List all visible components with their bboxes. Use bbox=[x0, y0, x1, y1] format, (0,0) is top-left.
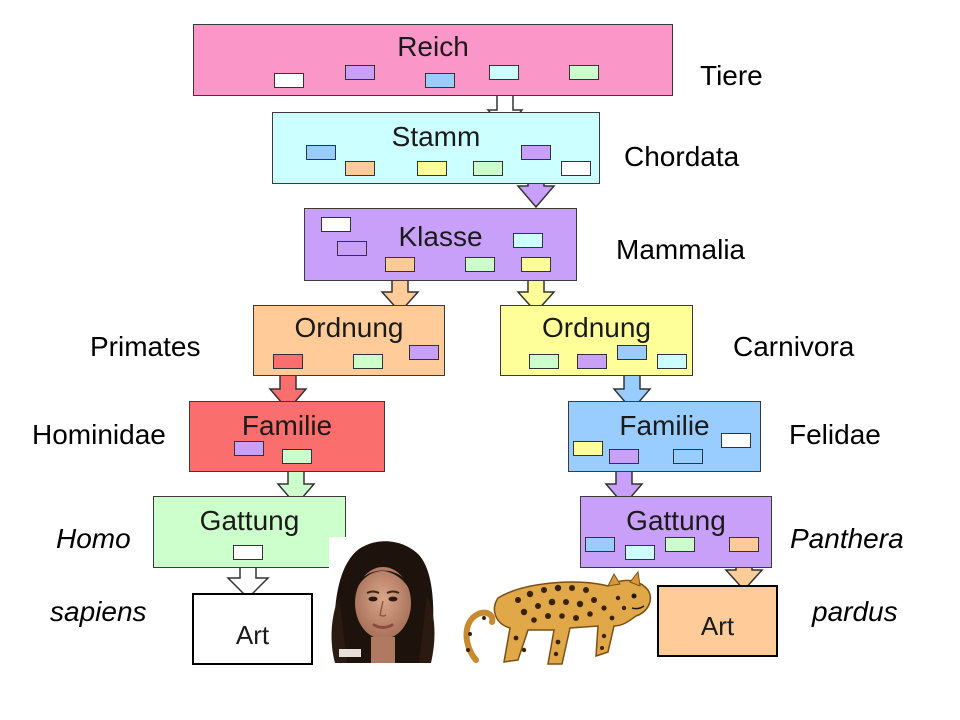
box-title-ordnung: Ordnung bbox=[542, 312, 651, 343]
chip bbox=[529, 354, 559, 369]
chip bbox=[385, 257, 415, 272]
box-familie-felidae: Familie bbox=[568, 401, 761, 472]
box-stamm: Stamm bbox=[272, 112, 600, 184]
chip bbox=[273, 354, 303, 369]
chip bbox=[274, 73, 304, 88]
chip bbox=[513, 233, 543, 248]
box-title-reich: Reich bbox=[397, 31, 469, 62]
chip bbox=[306, 145, 336, 160]
chip bbox=[625, 545, 655, 560]
taxon-gattung-left: Homo bbox=[56, 523, 131, 554]
box-reich: Reich bbox=[193, 24, 673, 96]
box-title-gattung: Gattung bbox=[626, 505, 726, 536]
chip bbox=[353, 354, 383, 369]
box-art-pardus: Art bbox=[657, 585, 778, 657]
chip bbox=[409, 345, 439, 360]
leopard-illustration bbox=[463, 570, 652, 665]
box-title-gattung: Gattung bbox=[199, 505, 300, 536]
chip bbox=[577, 354, 607, 369]
chip bbox=[473, 161, 503, 176]
chip bbox=[521, 257, 551, 272]
taxon-gattung-right: Panthera bbox=[790, 523, 904, 554]
chip bbox=[573, 441, 603, 456]
box-gattung-homo: Gattung bbox=[153, 496, 346, 568]
chip bbox=[665, 537, 695, 552]
box-title-stamm: Stamm bbox=[391, 121, 481, 152]
chip bbox=[721, 433, 751, 448]
chip bbox=[321, 217, 351, 232]
box-ordnung-carnivora: Ordnung bbox=[500, 305, 693, 376]
chip bbox=[489, 65, 519, 80]
taxon-familie-left: Hominidae bbox=[32, 419, 166, 450]
taxon-ordnung-right: Carnivora bbox=[733, 331, 855, 362]
chip bbox=[425, 73, 455, 88]
taxon-art-right: pardus bbox=[812, 596, 898, 627]
chip bbox=[282, 449, 312, 464]
chip bbox=[609, 449, 639, 464]
chip bbox=[345, 65, 375, 80]
chip bbox=[521, 145, 551, 160]
chip bbox=[234, 441, 264, 456]
chip bbox=[337, 241, 367, 256]
box-familie-hominidae: Familie bbox=[189, 401, 385, 472]
taxon-reich: Tiere bbox=[700, 60, 763, 91]
taxon-klasse: Mammalia bbox=[616, 234, 746, 265]
box-title-art: Art bbox=[700, 611, 735, 641]
chip bbox=[233, 545, 263, 560]
box-art-sapiens: Art bbox=[192, 593, 313, 665]
box-ordnung-primates: Ordnung bbox=[253, 305, 445, 376]
taxon-ordnung-left: Primates bbox=[90, 331, 201, 362]
chip bbox=[465, 257, 495, 272]
chip bbox=[345, 161, 375, 176]
chip bbox=[569, 65, 599, 80]
box-title-art: Art bbox=[235, 620, 270, 650]
box-klasse: Klasse bbox=[304, 208, 577, 281]
box-title-klasse: Klasse bbox=[398, 221, 483, 252]
box-title-familie: Familie bbox=[619, 410, 710, 441]
chip bbox=[657, 354, 687, 369]
box-title-ordnung: Ordnung bbox=[294, 312, 404, 343]
box-title-familie: Familie bbox=[241, 410, 333, 441]
chip bbox=[673, 449, 703, 464]
chip bbox=[561, 161, 591, 176]
woman-portrait-photo bbox=[329, 537, 437, 663]
chip bbox=[729, 537, 759, 552]
chip bbox=[585, 537, 615, 552]
taxon-art-left: sapiens bbox=[50, 596, 147, 627]
box-gattung-panthera: Gattung bbox=[580, 496, 772, 568]
chip bbox=[617, 345, 647, 360]
taxon-familie-right: Felidae bbox=[789, 419, 881, 450]
taxon-stamm: Chordata bbox=[624, 141, 740, 172]
chip bbox=[417, 161, 447, 176]
